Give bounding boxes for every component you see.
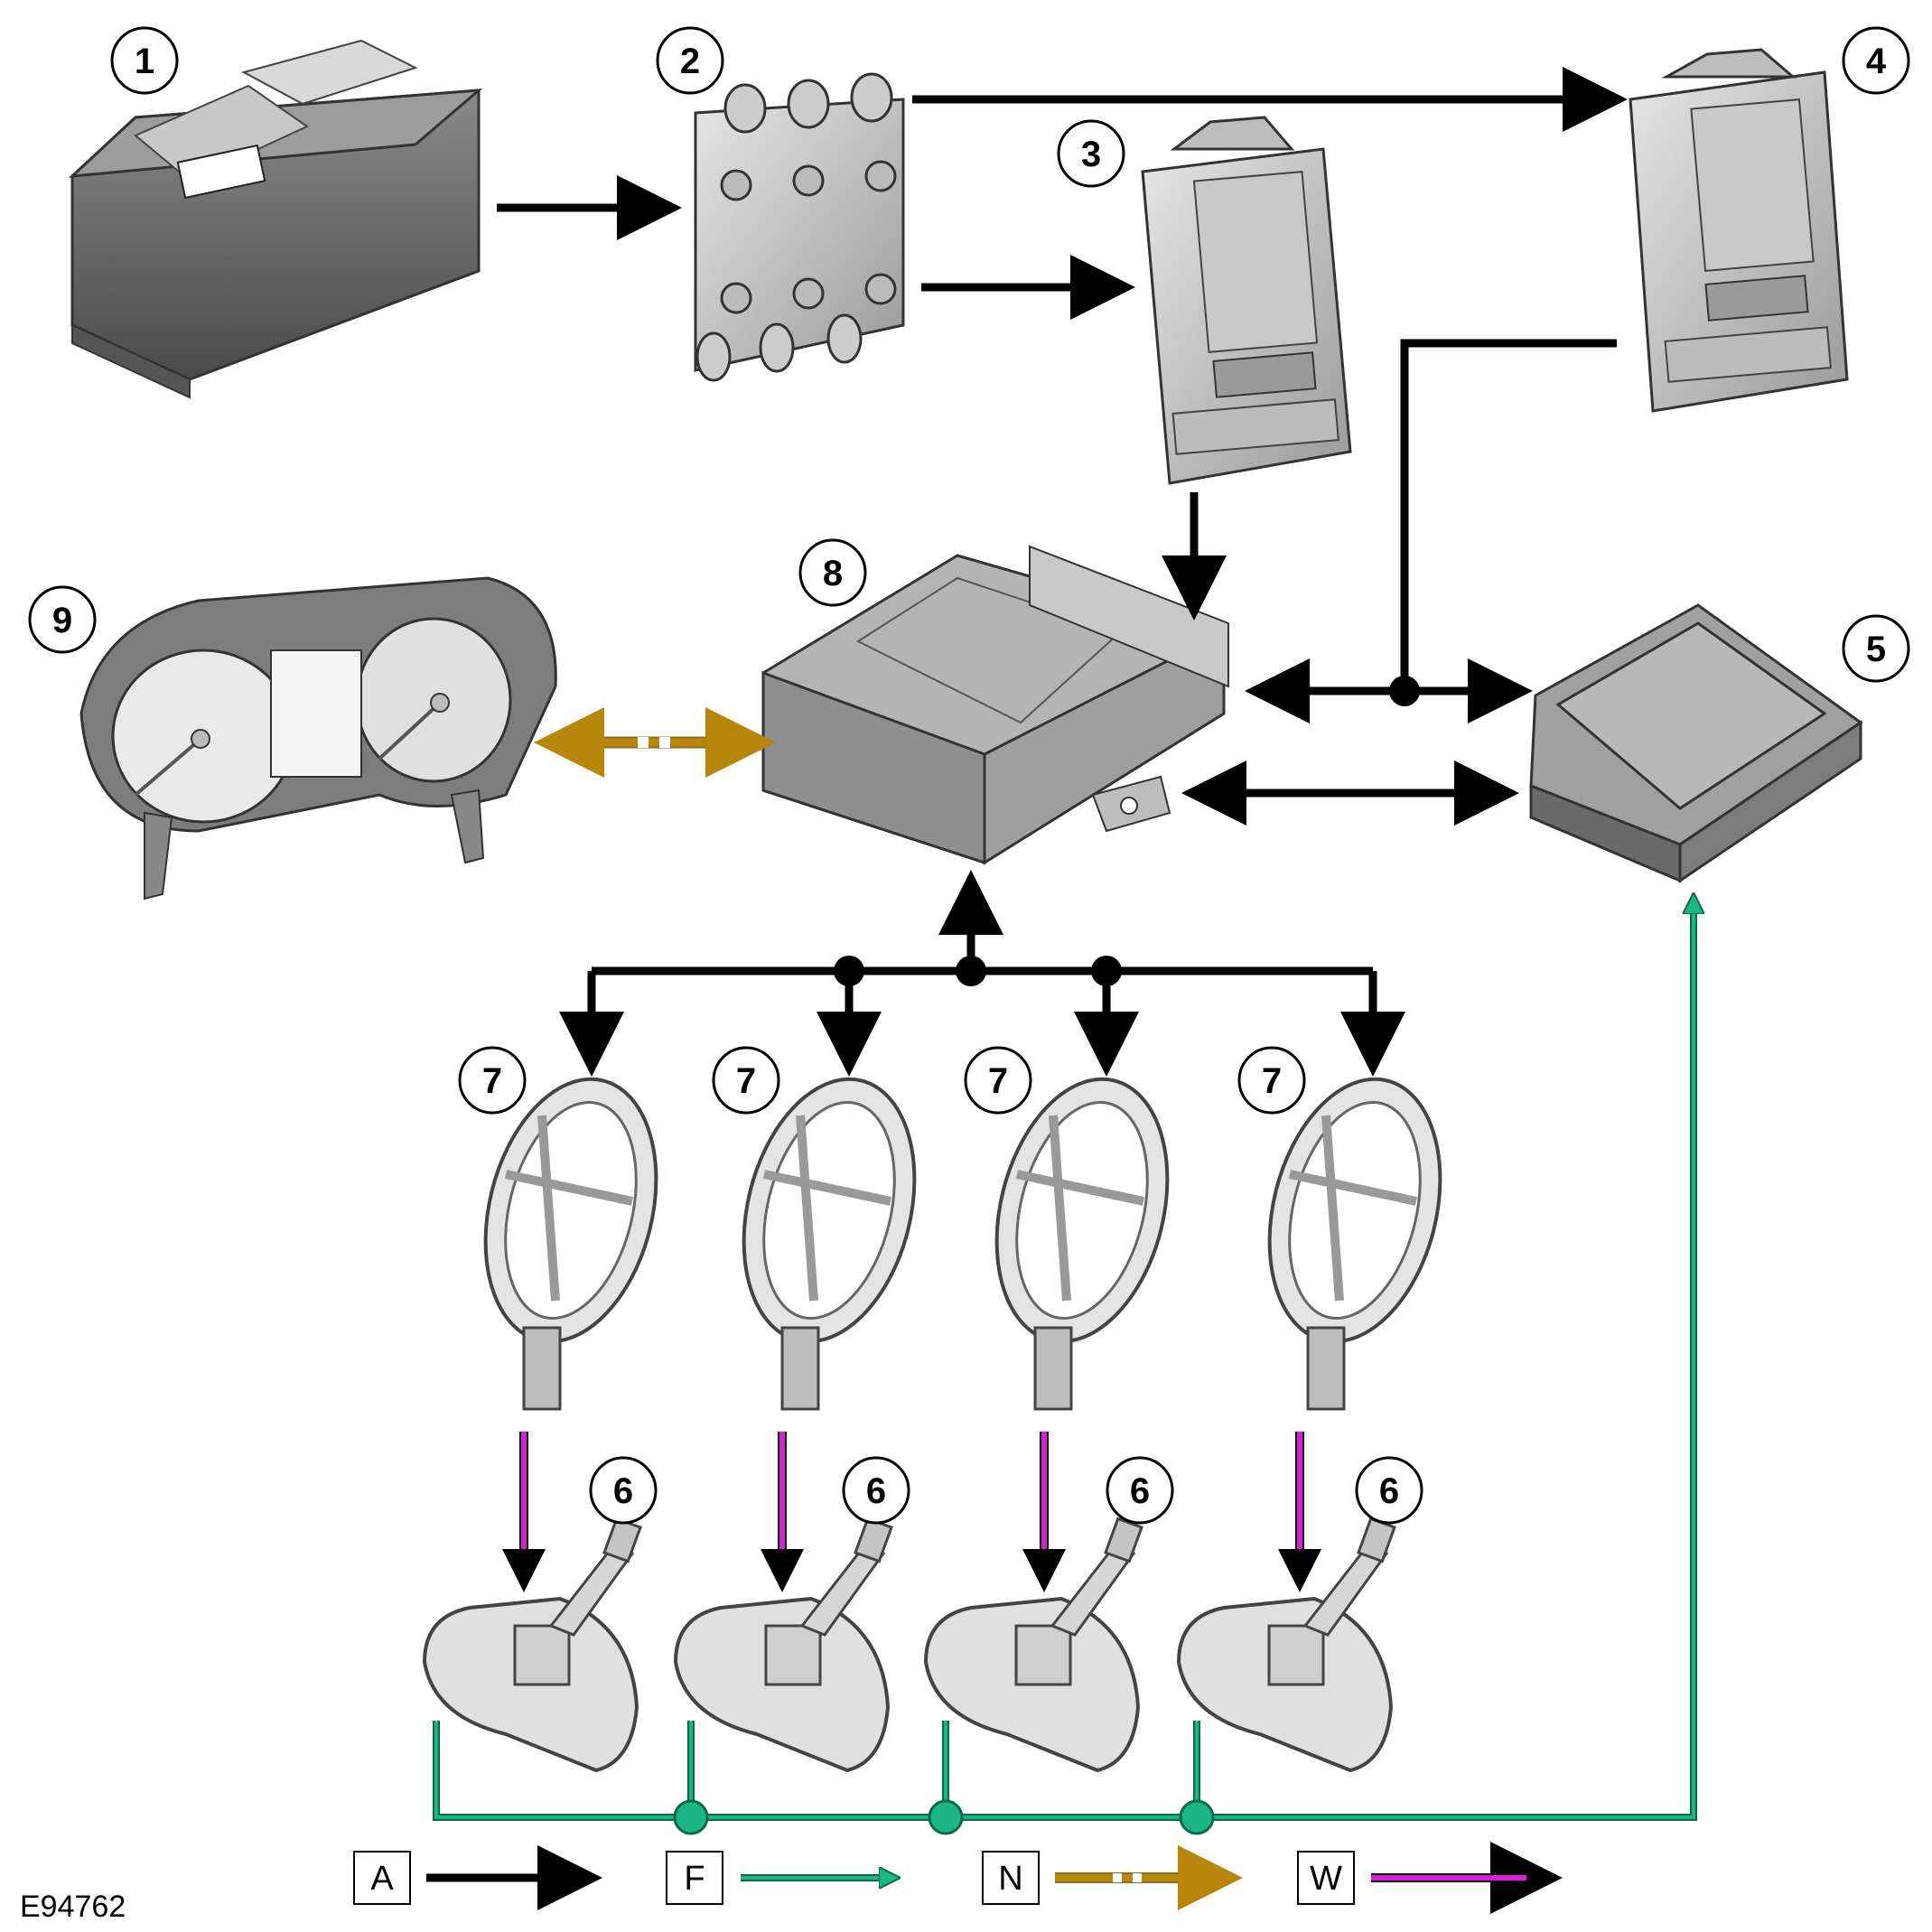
- svg-text:F: F: [684, 1860, 705, 1898]
- svg-text:7: 7: [482, 1061, 502, 1101]
- tpms-sensor-icon: [422, 1517, 642, 1773]
- callout-6-b: 6: [842, 1456, 910, 1525]
- sensor-rf-connections: [433, 903, 1694, 1835]
- svg-text:9: 9: [52, 601, 72, 640]
- tpms-sensor-icon: [673, 1517, 893, 1773]
- legend-item-n: N: [982, 1845, 1243, 1910]
- legend-item-a: A: [353, 1845, 602, 1910]
- receiver-module-icon: [1529, 603, 1863, 883]
- battery-icon: [68, 39, 483, 399]
- control-module-icon: [761, 545, 1229, 865]
- tpms-sensor-icon: [1176, 1517, 1396, 1773]
- fuse-block-icon: [694, 72, 905, 382]
- initiator-to-sensor-arrows-color: [502, 1432, 1321, 1592]
- callout-5: 5: [1842, 614, 1910, 683]
- callout-7-a: 7: [458, 1046, 527, 1115]
- svg-text:7: 7: [736, 1061, 756, 1101]
- svg-text:7: 7: [1262, 1061, 1282, 1101]
- svg-text:4: 4: [1866, 42, 1887, 81]
- callouts: 1 2 3 4 5 8 9 7 7 7 7 6 6 6 6: [28, 26, 1910, 1525]
- svg-text:3: 3: [1081, 135, 1101, 174]
- initiator-icon: [742, 1077, 917, 1411]
- svg-text:N: N: [998, 1860, 1022, 1898]
- svg-text:8: 8: [823, 554, 843, 593]
- callout-8: 8: [798, 538, 867, 607]
- svg-text:W: W: [1310, 1860, 1342, 1898]
- callout-7-b: 7: [712, 1046, 780, 1115]
- instrument-cluster-icon: [79, 576, 557, 901]
- callout-6-a: 6: [589, 1456, 658, 1525]
- svg-text:6: 6: [1379, 1471, 1399, 1511]
- svg-text:6: 6: [866, 1471, 886, 1511]
- fuse-box-large-icon: [1629, 48, 1849, 413]
- svg-text:5: 5: [1866, 630, 1886, 669]
- initiator-icon: [483, 1077, 658, 1411]
- callout-7-d: 7: [1237, 1046, 1306, 1115]
- junction-dots: [834, 676, 1420, 986]
- svg-text:6: 6: [1130, 1471, 1150, 1511]
- callout-9: 9: [28, 585, 97, 654]
- callout-2: 2: [656, 26, 724, 95]
- legend-item-w: W: [1297, 1842, 1563, 1914]
- line-fuse-box-large-feed: [1400, 339, 1617, 691]
- legend: A F N W: [353, 1842, 1563, 1914]
- callout-7-c: 7: [964, 1046, 1032, 1115]
- initiator-icon: [994, 1077, 1170, 1411]
- svg-text:2: 2: [680, 42, 700, 81]
- figure-id: E94762: [20, 1890, 126, 1924]
- tpms-sensor-icon: [923, 1517, 1143, 1773]
- callout-6-d: 6: [1355, 1456, 1423, 1525]
- initiator-icon: [1267, 1077, 1442, 1411]
- svg-text:1: 1: [135, 42, 154, 81]
- callout-3: 3: [1057, 119, 1125, 188]
- callout-1: 1: [110, 26, 179, 95]
- svg-text:A: A: [370, 1860, 394, 1898]
- svg-text:6: 6: [613, 1471, 633, 1511]
- fuse-box-small-icon: [1141, 116, 1352, 485]
- arrow-cluster-module-bidirectional: [534, 707, 776, 778]
- svg-text:7: 7: [988, 1061, 1008, 1101]
- callout-4: 4: [1842, 26, 1910, 95]
- legend-item-f: F: [666, 1851, 890, 1905]
- callout-6-c: 6: [1106, 1456, 1174, 1525]
